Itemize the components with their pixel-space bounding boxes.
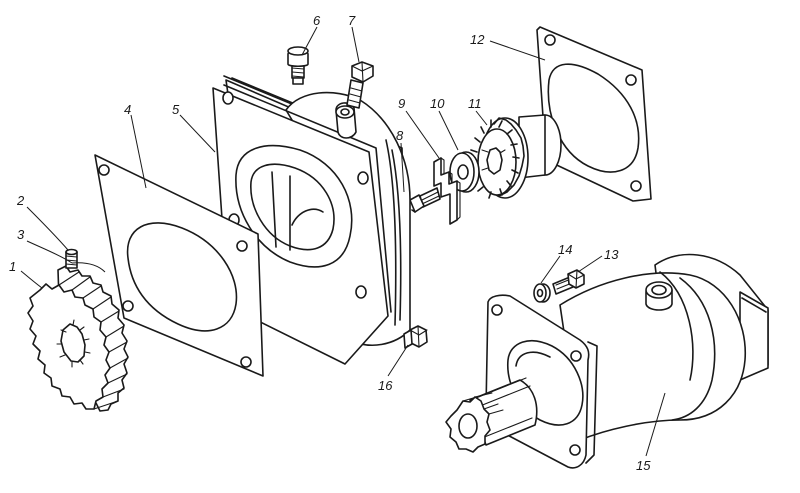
leader-15 — [645, 392, 666, 457]
leader-lines — [20, 26, 666, 457]
part-8-bolt — [409, 187, 441, 213]
callout-4: 4 — [124, 102, 131, 117]
part-1-large-gear — [27, 265, 129, 412]
leader-9 — [405, 110, 440, 159]
leader-12 — [489, 40, 546, 61]
callout-14: 14 — [558, 242, 572, 257]
callout-10: 10 — [430, 96, 445, 111]
callout-5: 5 — [172, 102, 180, 117]
part-6-short-bolt — [287, 46, 309, 85]
leader-7 — [351, 26, 360, 63]
part-12-rear-gasket — [536, 26, 652, 202]
leader-5 — [179, 114, 216, 153]
callout-16: 16 — [378, 378, 393, 393]
leader-8 — [400, 142, 405, 193]
leader-4 — [130, 114, 147, 189]
part-11-spline-gear — [469, 114, 562, 199]
leader-14 — [540, 255, 561, 284]
callout-15: 15 — [636, 458, 651, 473]
part-9-lock-plate — [433, 157, 461, 225]
part-7-hex-bolt — [346, 61, 374, 109]
leader-11 — [475, 110, 488, 126]
callout-6: 6 — [313, 13, 321, 28]
leader-13 — [577, 255, 603, 273]
callout-12: 12 — [470, 32, 485, 47]
part-5-adapter-housing — [212, 75, 411, 365]
leader-1 — [20, 270, 43, 289]
leader-2 — [26, 206, 69, 251]
callout-3: 3 — [17, 227, 25, 242]
part-2-set-screw — [65, 248, 78, 269]
part-15-hydraulic-motor — [445, 253, 769, 469]
callout-13: 13 — [604, 247, 619, 262]
part-13-bolt — [552, 269, 585, 295]
callout-2: 2 — [16, 193, 25, 208]
part-4-front-gasket — [94, 154, 264, 377]
callout-1: 1 — [9, 259, 16, 274]
part-14-washer — [533, 283, 551, 303]
leader-10 — [438, 110, 459, 151]
callout-11: 11 — [468, 96, 482, 111]
leader-3 — [26, 240, 106, 273]
leader-6 — [301, 26, 318, 56]
part-16-bolt — [403, 325, 428, 349]
callout-7: 7 — [348, 13, 356, 28]
callout-8: 8 — [396, 128, 404, 143]
callout-9: 9 — [398, 96, 405, 111]
leader-16 — [387, 344, 409, 377]
callout-labels: 1 2 3 4 5 6 7 8 9 10 11 12 13 14 15 16 — [9, 13, 651, 473]
